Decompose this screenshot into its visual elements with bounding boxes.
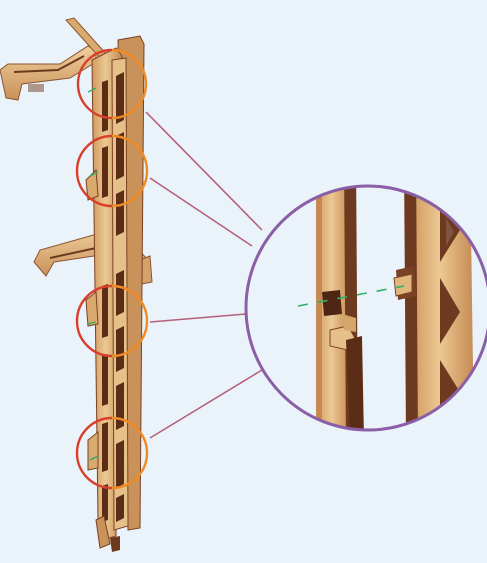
zoom-detail-icon <box>246 160 487 440</box>
callout-line-4 <box>150 370 262 438</box>
callout-lines <box>146 112 262 438</box>
wooden-tower-model <box>0 18 152 552</box>
callout-line-1 <box>146 112 262 230</box>
callout-line-3 <box>150 314 246 322</box>
upper-arm <box>0 18 108 100</box>
callout-line-2 <box>150 178 252 246</box>
